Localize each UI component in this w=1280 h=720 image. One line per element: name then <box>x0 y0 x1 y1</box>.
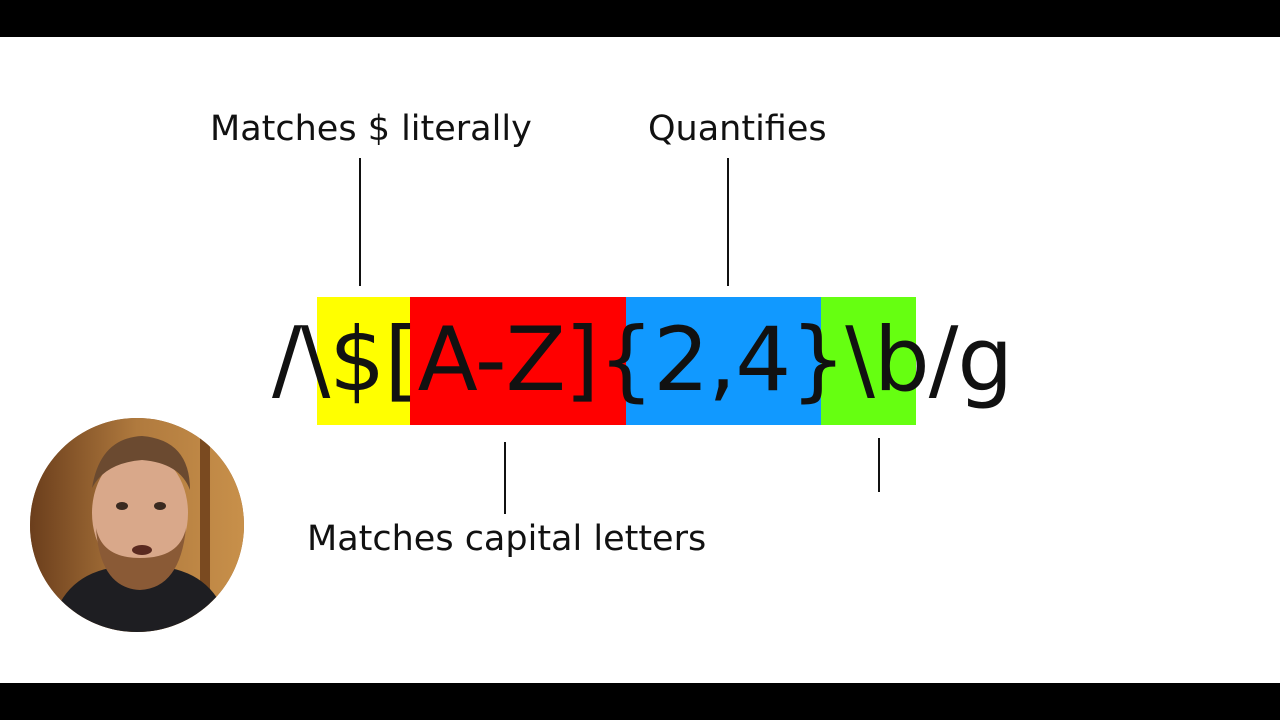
highlight-quantifier <box>626 297 821 425</box>
annotation-capitals: Matches capital letters <box>307 519 707 559</box>
presenter-webcam <box>30 418 244 632</box>
regex-quantifier: {2,4} <box>598 308 846 411</box>
highlight-char-class <box>410 297 626 425</box>
highlight-dollar <box>317 297 410 425</box>
regex-delimiter-open: / <box>272 308 302 411</box>
pointer-line-capitals <box>504 442 506 514</box>
regex-expression: /\$[A-Z]{2,4}\b/g <box>272 308 1014 411</box>
regex-dollar: \$ <box>300 308 386 411</box>
pointer-line-dollar <box>359 158 361 286</box>
regex-word-boundary: \b <box>845 308 930 411</box>
annotation-quantifier: Quantifies <box>648 109 827 149</box>
regex-delimiter-close-flag: /g <box>928 308 1014 411</box>
pointer-line-word-boundary <box>878 438 880 492</box>
presenter-portrait-image <box>30 418 244 632</box>
highlight-word-boundary <box>821 297 916 425</box>
annotation-dollar: Matches $ literally <box>210 109 532 149</box>
pointer-line-quantifier <box>727 158 729 286</box>
regex-char-class: [A-Z] <box>384 308 599 411</box>
